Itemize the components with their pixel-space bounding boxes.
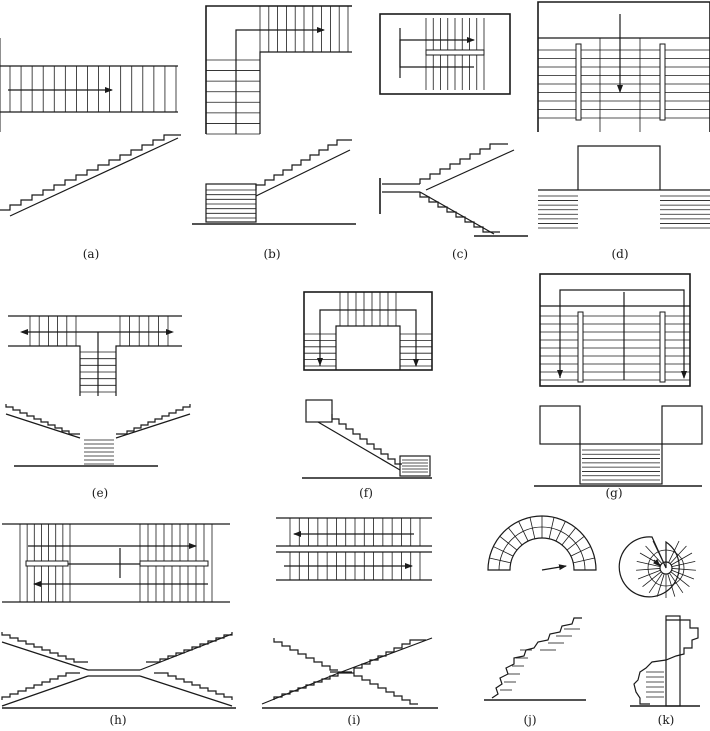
panel-c-caption: (c)	[452, 247, 468, 261]
stair-line	[566, 536, 585, 551]
panel-g-section	[534, 405, 703, 487]
stair-line	[489, 557, 511, 564]
panel-g-caption: (g)	[605, 486, 622, 500]
panel-e-plan	[8, 315, 182, 396]
panel-i-caption: (i)	[347, 713, 360, 727]
stair-line	[493, 546, 514, 557]
panel-f-plan	[303, 291, 433, 371]
panel-j-plan	[487, 515, 597, 571]
panel-k-section	[630, 615, 700, 707]
panel-j-section	[484, 617, 586, 701]
panel-g-plan	[539, 273, 691, 387]
panel-h-plan	[2, 523, 230, 603]
panel-k-plan	[618, 536, 696, 598]
panel-b-plan	[205, 5, 352, 135]
panel-j: (j)	[484, 515, 597, 727]
panel-d-caption: (d)	[611, 247, 628, 261]
panel-c: (c)	[379, 13, 528, 261]
panel-i-plan	[276, 517, 432, 581]
panel-f-section	[302, 399, 432, 479]
panel-h-caption: (h)	[109, 713, 126, 727]
panel-k-caption: (k)	[658, 713, 675, 727]
panel-b: (b)	[192, 5, 356, 261]
panel-b-caption: (b)	[263, 247, 280, 261]
stair-line	[499, 536, 518, 551]
panel-i: (i)	[261, 517, 438, 727]
stair-line	[555, 521, 566, 542]
panel-g: (g)	[534, 273, 703, 500]
panel-d-section	[538, 145, 710, 229]
panel-e: (e)	[5, 315, 191, 500]
stair-line	[573, 557, 595, 564]
stair-line	[570, 546, 591, 557]
panel-i-section	[261, 637, 438, 709]
panel-k: (k)	[618, 536, 700, 727]
panel-a-section	[0, 134, 181, 217]
stair-line	[548, 517, 555, 539]
panel-e-caption: (e)	[92, 486, 108, 500]
panel-a-plan	[0, 65, 178, 113]
panel-b-section	[192, 139, 356, 225]
stair-line	[518, 521, 529, 542]
panel-d-plan	[0, 1, 710, 132]
panel-j-caption: (j)	[523, 713, 536, 727]
panel-e-section	[5, 404, 191, 467]
stair-line	[508, 527, 523, 546]
panel-a: (a)	[0, 65, 181, 261]
panel-c-plan	[379, 13, 511, 95]
stair-line	[561, 527, 576, 546]
panel-c-section	[379, 143, 528, 237]
panel-a-caption: (a)	[83, 247, 100, 261]
panel-f-caption: (f)	[359, 486, 373, 500]
panel-h-section	[1, 632, 236, 709]
panel-f: (f)	[302, 291, 433, 500]
panel-d: (d)	[0, 1, 710, 261]
panel-h: (h)	[1, 523, 236, 727]
stair-line	[529, 517, 536, 539]
